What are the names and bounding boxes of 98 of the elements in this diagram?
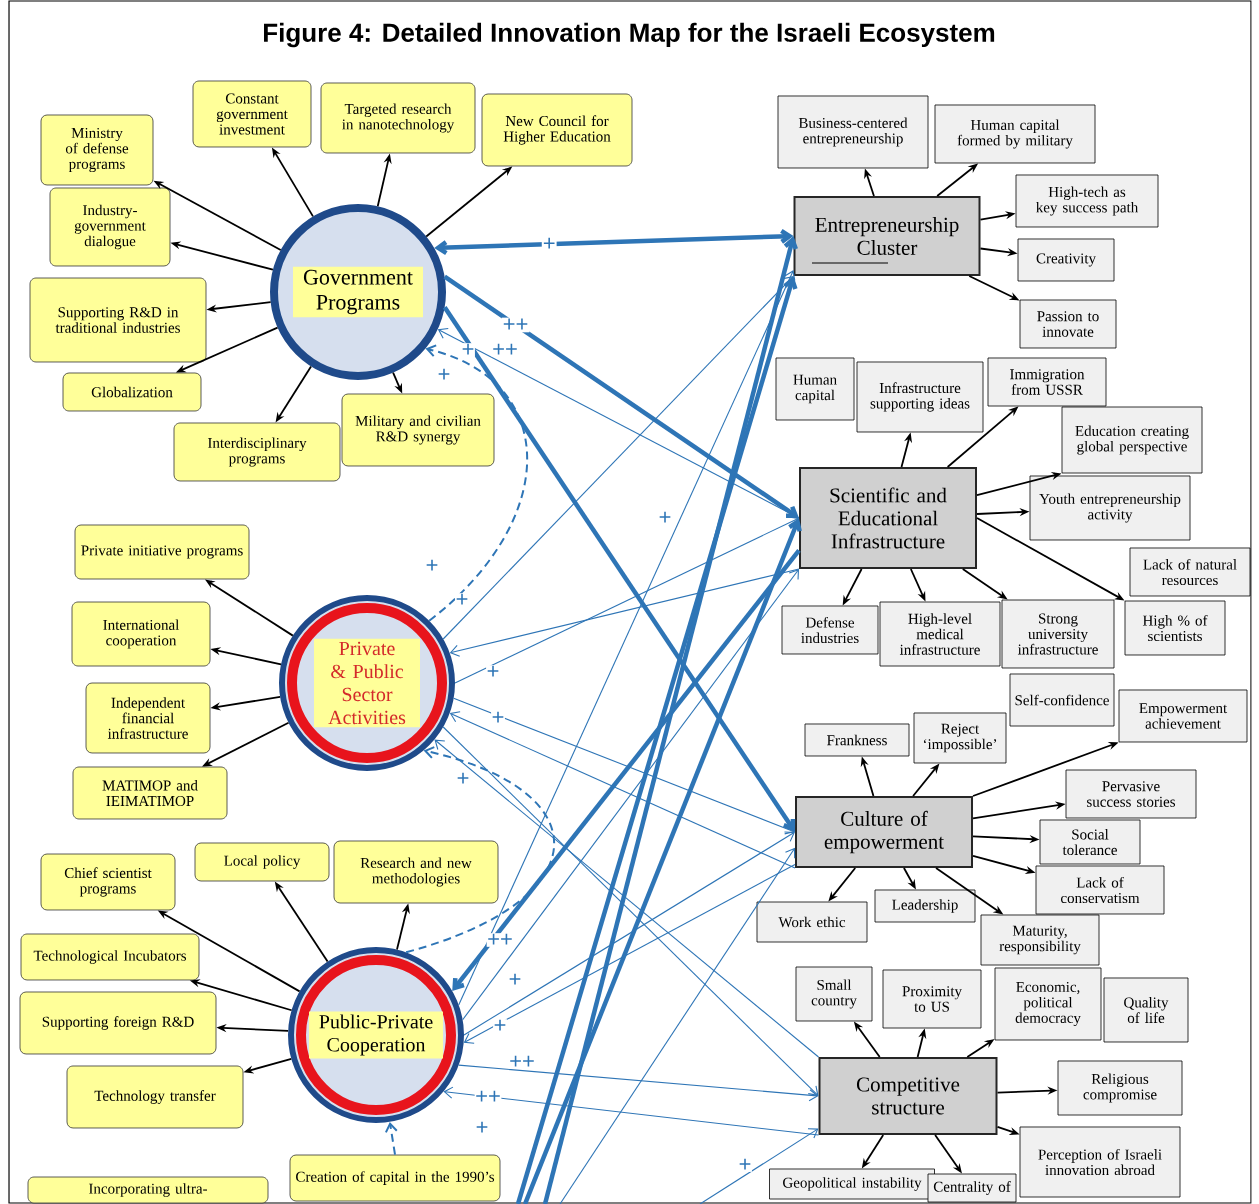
factor-box: Leadership [874, 889, 976, 923]
sign-label: + [475, 1121, 489, 1135]
program-box: Supporting R&D in traditional industries [29, 277, 207, 363]
program-box: Chief scientist programs [40, 853, 176, 911]
cluster-box: Entrepreneurship Cluster [793, 196, 981, 276]
sign-label: ++ [508, 1055, 536, 1069]
factor-box: Quality of life [1103, 977, 1189, 1043]
program-box: Independent financial infrastructure [85, 682, 211, 754]
factor-box: Maturity, responsibility [980, 914, 1100, 966]
sign-label: + [456, 772, 470, 786]
factor-box: High-tech as key success path [1015, 174, 1159, 228]
factor-box: Self-confidence [1009, 673, 1115, 727]
arrow [443, 274, 799, 519]
program-box: Constant government investment [192, 80, 312, 148]
arrow [434, 739, 820, 1058]
program-box: Technology transfer [66, 1065, 244, 1129]
program-box: Supporting foreign R&D [19, 991, 217, 1055]
program-box: Ministry of defense programs [40, 114, 154, 186]
program-box: Local policy [194, 842, 330, 882]
factor-box: Strong university infrastructure [1001, 599, 1115, 669]
factor-box: Lack of natural resources [1129, 547, 1251, 597]
factor-box: High % of scientists [1124, 600, 1226, 656]
factor-box: Pervasive success stories [1065, 769, 1197, 819]
arrow [699, 1128, 819, 1204]
arrow [463, 831, 795, 1036]
factor-box: Small country [795, 966, 873, 1022]
program-box: Creation of capital in the 1990’s [289, 1154, 501, 1202]
program-box: Research and new methodologies [333, 840, 499, 904]
factor-box: Centrality of [927, 1173, 1017, 1203]
program-box: Military and civilian R&D synergy [341, 393, 495, 467]
factor-box: Infrastructure supporting ideas [856, 361, 984, 433]
factor-box: Empowerment achievement [1118, 689, 1248, 743]
factor-box: Human capital [775, 357, 855, 421]
factor-box: Geopolitical instability [769, 1168, 935, 1200]
arrow [458, 270, 796, 1006]
factor-box: Lack of conservatism [1035, 865, 1165, 915]
arrow [522, 518, 802, 1204]
program-box: Private initiative programs [74, 524, 250, 580]
sign-label: + [658, 511, 672, 525]
sign-label: + [461, 343, 475, 357]
factor-box: Perception of Israeli innovation abroad [1019, 1126, 1181, 1198]
program-box: International cooperation [71, 601, 211, 667]
factor-box: Social tolerance [1039, 819, 1141, 865]
sign-label: + [738, 1158, 752, 1172]
factor-box: Work ethic [756, 901, 868, 943]
program-box: Industry-government dialogue [49, 187, 171, 267]
sign-label: + [491, 711, 505, 725]
arrow [458, 1064, 819, 1102]
sign-label: + [486, 665, 500, 679]
program-box: New Council for Higher Education [481, 93, 633, 167]
factor-box: Frankness [804, 723, 910, 757]
program-box: MATIMOP and IEIMATIMOP [72, 766, 228, 820]
factor-box: Economic, political democracy [994, 967, 1102, 1041]
sign-label: ++ [486, 933, 514, 947]
factor-box: High-level medical infrastructure [879, 601, 1001, 667]
factor-box: Business-centered entrepreneurship [777, 95, 929, 169]
factor-box: Human capital formed by military [934, 104, 1096, 164]
arrow [454, 516, 799, 684]
arrow [437, 327, 800, 519]
title: Figure 4: Detailed Innovation Map for the Israeli Ecosystem [264, 22, 995, 48]
arrow [434, 229, 794, 255]
arrow [449, 711, 796, 869]
program-box: Technological Incubators [20, 933, 200, 981]
program-box: Targeted research in nanotechnology [320, 82, 476, 154]
edge-label: + [541, 236, 557, 252]
factor-box: Education creating global perspective [1061, 406, 1203, 474]
sign-label: ++ [474, 1090, 502, 1104]
arrow [442, 276, 794, 640]
factor-box: Religious compromise [1057, 1060, 1183, 1116]
factor-box: Immigration from USSR [987, 357, 1107, 407]
arrow [442, 726, 819, 1096]
arrow [405, 746, 556, 954]
program-box: Incorporating ultra- [27, 1176, 269, 1204]
arrow [384, 1121, 398, 1156]
sign-label: + [425, 559, 439, 573]
arrow [443, 1086, 820, 1136]
arrow [425, 344, 529, 622]
sign-label: + [493, 1019, 507, 1033]
factor-box: Creativity [1017, 238, 1115, 282]
program-box: Interdisciplinary programs [173, 422, 341, 482]
factor-box: Proximity to US [882, 969, 982, 1029]
cluster-box: Scientific and Educational Infrastructure [799, 467, 977, 569]
sign-label: ++ [491, 343, 519, 357]
factor-box: Youth entrepreneurship activity [1029, 475, 1191, 541]
arrow [453, 697, 795, 835]
sign-label: + [455, 593, 469, 607]
arrow [449, 568, 800, 657]
cluster-box: Culture of empowerment [795, 796, 973, 868]
arrow [559, 847, 796, 1204]
factor-box: Passion to innovate [1019, 299, 1117, 349]
factor-box: Reject ‘impossible’ [913, 712, 1007, 764]
edge-label: ++ [501, 317, 530, 333]
factor-box: Defense industries [781, 605, 879, 655]
arrow [463, 863, 796, 1044]
cluster-box: Competitive structure [818, 1057, 998, 1135]
arrow [442, 306, 796, 832]
program-box: Globalization [62, 372, 202, 412]
sign-label: + [508, 973, 522, 987]
